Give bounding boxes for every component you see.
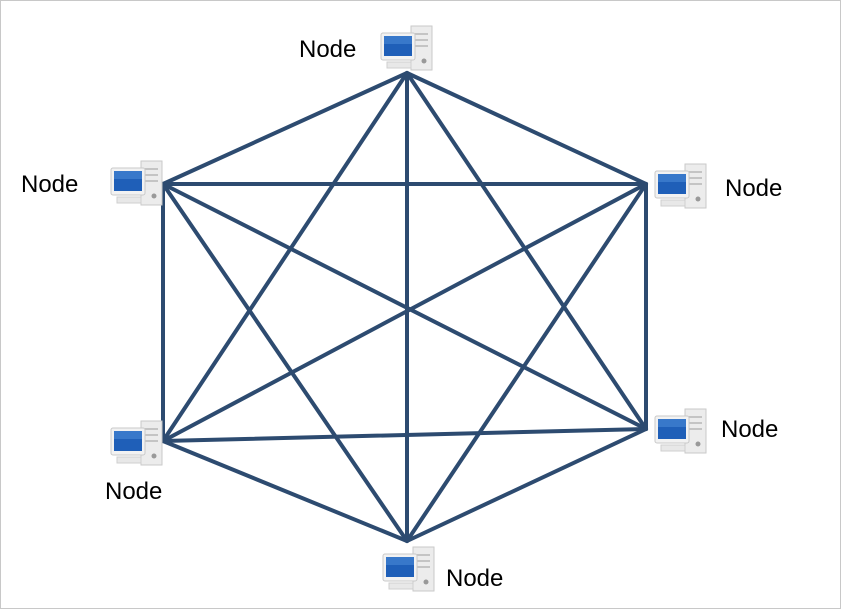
computer-icon (110, 160, 163, 206)
node-label-bottom: Node (446, 565, 504, 592)
link-lower-left-bottom (161, 439, 409, 543)
link-upper-right-lower-left (161, 182, 648, 443)
computer-icon (382, 546, 435, 592)
link-top-lower-right (405, 71, 648, 431)
node-label-lower-right: Node (721, 416, 779, 443)
link-lower-left-lower-right (161, 427, 648, 443)
computer-icon (380, 25, 433, 71)
computer-icon (654, 408, 707, 454)
node-label-upper-right: Node (725, 175, 783, 202)
node-label-lower-left: Node (105, 478, 163, 505)
link-top-upper-left (161, 71, 409, 186)
link-top-upper-right (405, 71, 648, 186)
computer-icon (110, 420, 163, 466)
node-label-upper-left: Node (21, 171, 79, 198)
link-upper-left-lower-right (161, 182, 648, 431)
link-lower-right-bottom (405, 427, 648, 543)
link-upper-left-bottom (161, 182, 409, 543)
link-upper-right-bottom (405, 182, 648, 543)
node-label-top: Node (299, 36, 357, 63)
computer-icon (654, 163, 707, 209)
link-top-lower-left (161, 71, 409, 443)
